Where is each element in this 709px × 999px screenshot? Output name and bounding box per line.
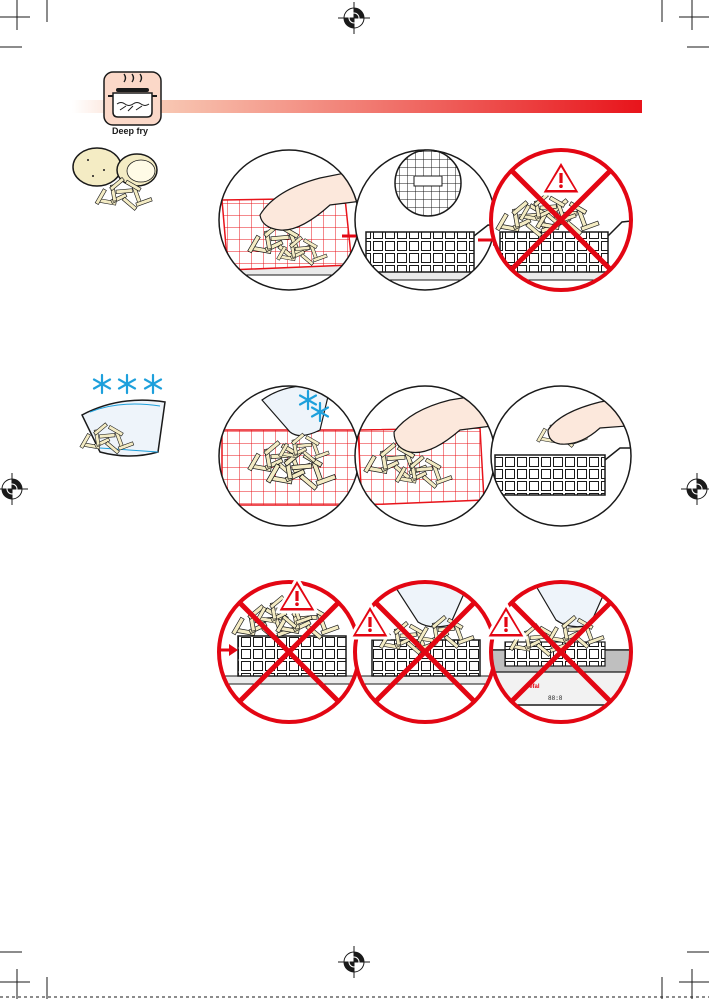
registration-mark-icon (338, 2, 370, 34)
deep-fry-pot-icon (104, 72, 161, 125)
step-pat-dry-frozen-fries (355, 386, 500, 526)
deep-fry-label: Deep fry (95, 126, 165, 136)
step-lay-fries-on-towel (210, 150, 370, 290)
step-pour-frozen-fries-on-towel (219, 386, 360, 526)
device-display: 88:8 (548, 695, 563, 702)
step-pour-bag-into-fryer-prohibited: Tefal 88:8 (480, 563, 636, 722)
step-empty-basket (355, 150, 500, 290)
frozen-fries-bag-icon (80, 375, 165, 456)
step-overfilled-frozen-basket-prohibited (219, 578, 360, 722)
registration-mark-icon (681, 473, 709, 505)
step-place-fries-in-basket (491, 386, 640, 526)
step-pour-bag-into-basket-prohibited (350, 563, 496, 722)
step-overfilled-basket-prohibited (490, 150, 640, 290)
registration-mark-icon (338, 946, 370, 978)
potato-fries-icon (73, 148, 157, 210)
registration-mark-icon (0, 473, 28, 505)
